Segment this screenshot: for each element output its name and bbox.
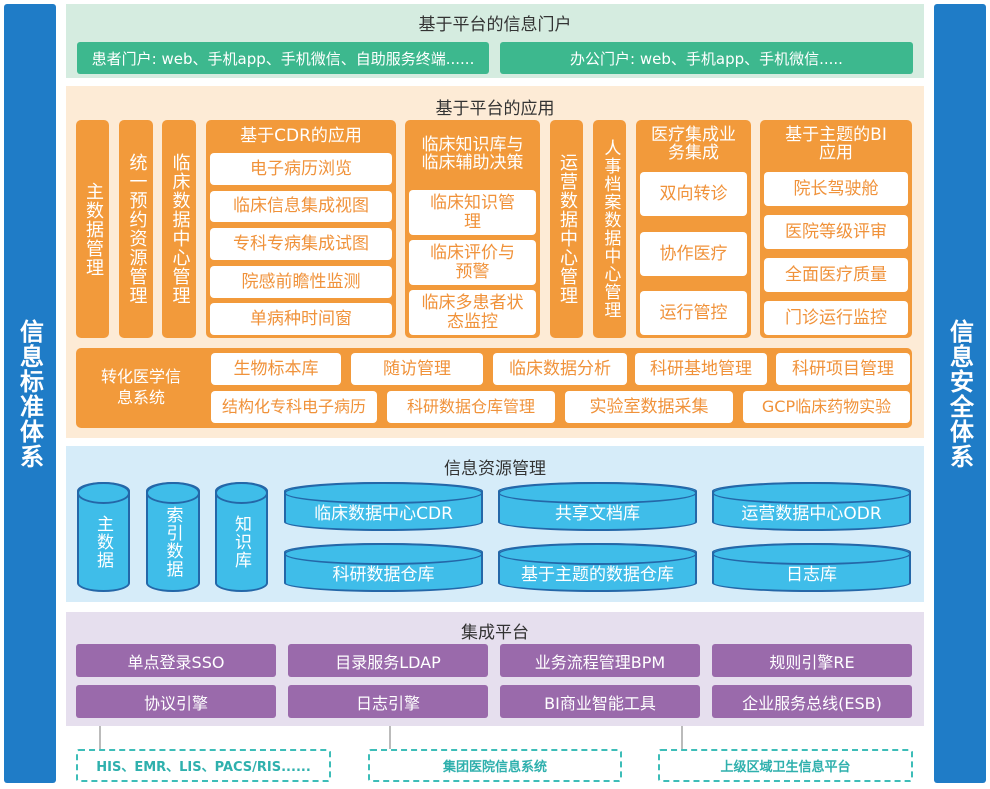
cdr-db[interactable]: 临床数据中心CDR	[284, 482, 483, 531]
cdr-app-group: 基于CDR的应用 电子病历浏览 临床信息集成视图 专科专病集成试图 院感前瞻性监…	[206, 120, 396, 338]
translational-item[interactable]: 生物标本库	[211, 353, 341, 385]
cdr-app-title: 基于CDR的应用	[240, 126, 362, 147]
portal-title: 基于平台的信息门户	[418, 15, 572, 35]
db-label: 日志库	[786, 565, 837, 585]
translational-item[interactable]: GCP临床药物实验	[743, 391, 910, 423]
bi-item[interactable]: 院长驾驶舱	[764, 172, 908, 206]
platform-title: 集成平台	[461, 623, 529, 643]
log-db[interactable]: 日志库	[712, 543, 911, 592]
integration-item[interactable]: 协作医疗	[640, 232, 747, 276]
bpm-button[interactable]: 业务流程管理BPM	[500, 644, 700, 677]
connector-line	[389, 726, 391, 749]
index-data-db[interactable]: 索引数据	[146, 482, 200, 592]
info-security-system-bar: 信息安全体系	[934, 4, 986, 783]
knowledge-db[interactable]: 知识库	[215, 482, 268, 592]
theme-warehouse-db[interactable]: 基于主题的数据仓库	[498, 543, 697, 592]
protocol-engine-button[interactable]: 协议引擎	[76, 685, 276, 718]
bi-tool-button[interactable]: BI商业智能工具	[500, 685, 700, 718]
patient-portal-button[interactable]: 患者门户: web、手机app、手机微信、自助服务终端......	[77, 42, 489, 74]
db-label: 科研数据仓库	[332, 565, 435, 585]
bi-title: 基于主题的BI应用	[785, 125, 887, 163]
apps-title: 基于平台的应用	[435, 99, 555, 119]
db-label: 知识库	[231, 515, 251, 569]
cdr-mgmt[interactable]: 临床数据中心管理	[162, 120, 196, 338]
integration-item[interactable]: 双向转诊	[640, 172, 747, 216]
translational-item[interactable]: 科研数据仓库管理	[387, 391, 555, 423]
connector-line	[99, 726, 101, 749]
translational-item[interactable]: 实验室数据采集	[565, 391, 733, 423]
translational-item[interactable]: 科研项目管理	[776, 353, 910, 385]
medical-integration-group: 医疗集成业务集成 双向转诊 协作医疗 运行管控	[636, 120, 751, 338]
hr-archive-mgmt[interactable]: 人事档案数据中心管理	[593, 120, 626, 338]
bi-item[interactable]: 门诊运行监控	[764, 301, 908, 335]
integration-item[interactable]: 运行管控	[640, 291, 747, 335]
cdr-app-item[interactable]: 电子病历浏览	[210, 153, 392, 185]
bi-group: 基于主题的BI应用 院长驾驶舱 医院等级评审 全面医疗质量 门诊运行监控	[760, 120, 912, 338]
cdr-app-item[interactable]: 单病种时间窗	[210, 303, 392, 335]
master-data-db[interactable]: 主数据	[77, 482, 130, 592]
db-label: 运营数据中心ODR	[741, 504, 882, 524]
rule-engine-button[interactable]: 规则引擎RE	[712, 644, 912, 677]
resources-title: 信息资源管理	[444, 459, 546, 479]
db-label: 共享文档库	[555, 504, 640, 524]
translational-title: 转化医学信息系统	[100, 367, 181, 407]
group-hospital-systems-box[interactable]: 集团医院信息系统	[368, 749, 622, 782]
research-warehouse-db[interactable]: 科研数据仓库	[284, 543, 483, 592]
db-label: 临床数据中心CDR	[314, 504, 453, 524]
translational-item[interactable]: 结构化专科电子病历	[211, 391, 377, 423]
translational-item[interactable]: 随访管理	[351, 353, 483, 385]
cdr-app-item[interactable]: 院感前瞻性监测	[210, 266, 392, 298]
knowledge-item[interactable]: 临床知识管理	[409, 190, 536, 235]
bi-item[interactable]: 全面医疗质量	[764, 258, 908, 292]
office-portal-button[interactable]: 办公门户: web、手机app、手机微信.....	[500, 42, 913, 74]
portal-section: 基于平台的信息门户 患者门户: web、手机app、手机微信、自助服务终端...…	[66, 4, 924, 78]
translational-item[interactable]: 科研基地管理	[635, 353, 767, 385]
medical-integration-title: 医疗集成业务集成	[651, 125, 736, 163]
log-engine-button[interactable]: 日志引擎	[288, 685, 488, 718]
esb-button[interactable]: 企业服务总线(ESB)	[712, 685, 912, 718]
regional-health-platform-box[interactable]: 上级区域卫生信息平台	[658, 749, 913, 782]
knowledge-item[interactable]: 临床多患者状态监控	[409, 290, 536, 335]
knowledge-title: 临床知识库与临床辅助决策	[421, 135, 524, 173]
db-label: 主数据	[93, 515, 113, 569]
odr-db[interactable]: 运营数据中心ODR	[712, 482, 911, 531]
translational-group: 转化医学信息系统 生物标本库 随访管理 临床数据分析 科研基地管理 科研项目管理…	[76, 348, 912, 428]
knowledge-item[interactable]: 临床评价与预警	[409, 240, 536, 285]
sso-button[interactable]: 单点登录SSO	[76, 644, 276, 677]
shared-doc-db[interactable]: 共享文档库	[498, 482, 697, 531]
knowledge-group: 临床知识库与临床辅助决策 临床知识管理 临床评价与预警 临床多患者状态监控	[405, 120, 540, 338]
ldap-button[interactable]: 目录服务LDAP	[288, 644, 488, 677]
odr-mgmt[interactable]: 运营数据中心管理	[550, 120, 583, 338]
translational-item[interactable]: 临床数据分析	[493, 353, 627, 385]
bi-item[interactable]: 医院等级评审	[764, 215, 908, 249]
cdr-app-item[interactable]: 专科专病集成试图	[210, 228, 392, 260]
hospital-systems-box[interactable]: HIS、EMR、LIS、PACS/RIS......	[76, 749, 331, 782]
cdr-app-item[interactable]: 临床信息集成视图	[210, 191, 392, 222]
master-data-mgmt[interactable]: 主数据管理	[76, 120, 109, 338]
db-label: 基于主题的数据仓库	[521, 565, 674, 585]
connector-line	[681, 726, 683, 749]
appointment-resource-mgmt[interactable]: 统一预约资源管理	[119, 120, 153, 338]
info-standard-system-bar: 信息标准体系	[4, 4, 56, 783]
db-label: 索引数据	[162, 506, 183, 578]
